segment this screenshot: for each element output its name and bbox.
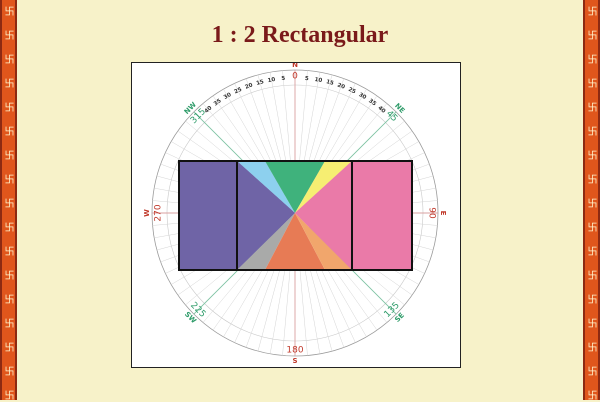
segment-bottom-orange bbox=[265, 213, 325, 270]
tick-label-east-of-north: 20 bbox=[336, 82, 345, 90]
border-motif: 卐 bbox=[4, 247, 15, 258]
tick-label-west-of-north: 35 bbox=[213, 98, 223, 107]
border-motif: 卐 bbox=[4, 31, 15, 42]
tick-label-west-of-north: 20 bbox=[244, 82, 253, 90]
layout-segments bbox=[178, 160, 413, 271]
tick-label-east-of-north: 10 bbox=[314, 77, 323, 84]
border-motif: 卐 bbox=[587, 319, 598, 330]
border-motif: 卐 bbox=[587, 31, 598, 42]
border-motif: 卐 bbox=[587, 199, 598, 210]
border-motif: 卐 bbox=[4, 175, 15, 186]
tick-label-west-of-north: 5 bbox=[281, 76, 286, 82]
border-motif: 卐 bbox=[587, 367, 598, 378]
border-motif: 卐 bbox=[4, 367, 15, 378]
tick-label-west-of-north: 25 bbox=[233, 87, 243, 96]
tick-label-east-of-north: 15 bbox=[325, 79, 334, 87]
right-decorative-border: 卐卐卐卐卐卐卐卐卐卐卐卐卐卐卐卐卐 bbox=[583, 0, 600, 402]
border-motif: 卐 bbox=[4, 79, 15, 90]
border-motif: 卐 bbox=[4, 271, 15, 282]
border-motif: 卐 bbox=[4, 295, 15, 306]
border-motif: 卐 bbox=[4, 343, 15, 354]
border-motif: 卐 bbox=[587, 127, 598, 138]
border-motif: 卐 bbox=[587, 7, 598, 18]
border-motif: 卐 bbox=[4, 391, 15, 402]
plot-rectangle bbox=[178, 160, 413, 271]
degree-label: 90 bbox=[427, 207, 437, 219]
segment-mid-right-pink bbox=[295, 161, 352, 270]
degree-label: 270 bbox=[154, 204, 164, 221]
border-motif: 卐 bbox=[587, 343, 598, 354]
tick-label-west-of-north: 15 bbox=[256, 79, 265, 87]
direction-label: N bbox=[292, 63, 298, 69]
direction-label: W bbox=[143, 209, 151, 217]
tick-label-west-of-north: 30 bbox=[223, 92, 233, 101]
border-motif: 卐 bbox=[587, 79, 598, 90]
tick-label-east-of-north: 35 bbox=[367, 98, 377, 107]
border-motif: 卐 bbox=[587, 271, 598, 282]
border-motif: 卐 bbox=[4, 223, 15, 234]
border-motif: 卐 bbox=[4, 199, 15, 210]
tick-label-east-of-north: 5 bbox=[305, 76, 310, 82]
direction-label: E bbox=[439, 211, 447, 216]
border-motif: 卐 bbox=[4, 319, 15, 330]
segment-top-green bbox=[265, 161, 325, 213]
border-motif: 卐 bbox=[587, 295, 598, 306]
border-motif: 卐 bbox=[587, 247, 598, 258]
page-title: 1 : 2 Rectangular bbox=[211, 22, 389, 48]
border-motif: 卐 bbox=[587, 151, 598, 162]
tick-label-east-of-north: 40 bbox=[377, 105, 387, 115]
border-motif: 卐 bbox=[587, 223, 598, 234]
direction-label: S bbox=[292, 357, 297, 365]
tick-label-east-of-north: 25 bbox=[347, 87, 357, 96]
tick-label-west-of-north: 40 bbox=[204, 105, 214, 115]
degree-label: 180 bbox=[286, 346, 303, 356]
border-motif: 卐 bbox=[4, 55, 15, 66]
border-motif: 卐 bbox=[587, 103, 598, 114]
tick-label-east-of-north: 30 bbox=[357, 92, 367, 101]
segment-mid-left-purple bbox=[237, 161, 295, 270]
border-motif: 卐 bbox=[4, 151, 15, 162]
border-motif: 卐 bbox=[587, 391, 598, 402]
left-decorative-border: 卐卐卐卐卐卐卐卐卐卐卐卐卐卐卐卐卐 bbox=[0, 0, 17, 402]
tick-label-west-of-north: 10 bbox=[267, 77, 276, 84]
border-motif: 卐 bbox=[587, 55, 598, 66]
border-motif: 卐 bbox=[4, 127, 15, 138]
border-motif: 卐 bbox=[4, 7, 15, 18]
segment-bottom-left-gray bbox=[237, 213, 295, 270]
border-motif: 卐 bbox=[4, 103, 15, 114]
border-motif: 卐 bbox=[587, 175, 598, 186]
degree-label: 0 bbox=[292, 72, 298, 82]
